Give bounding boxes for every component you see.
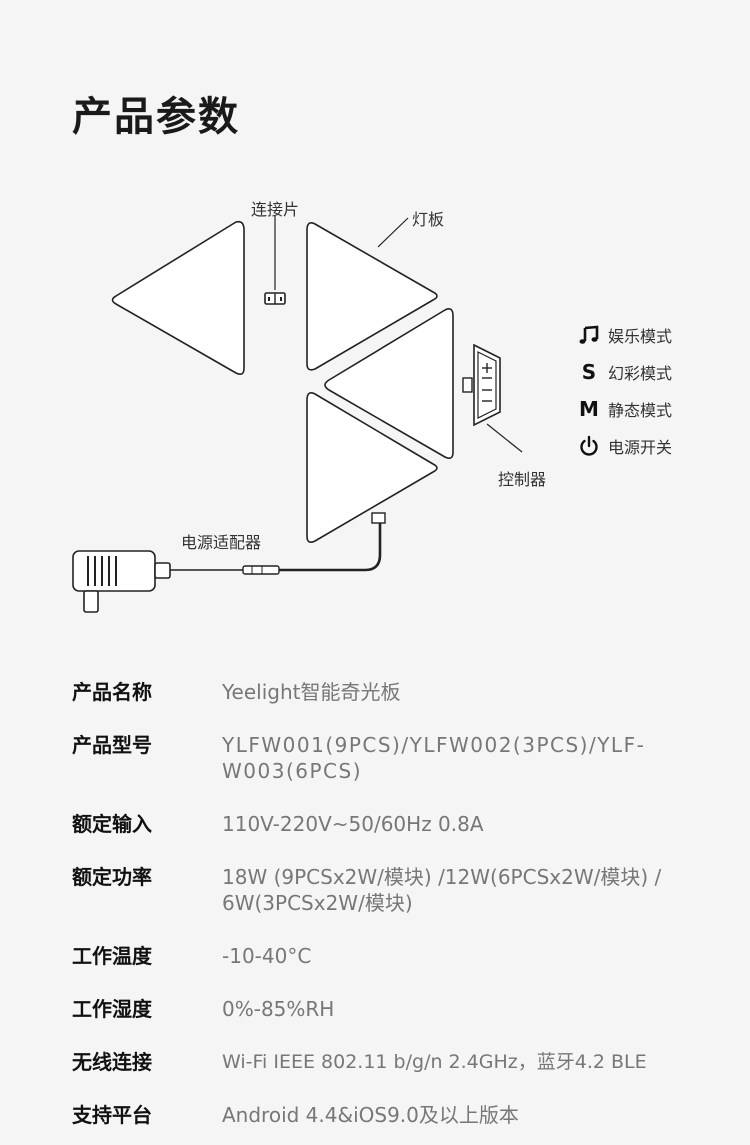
spec-value: Wi-Fi IEEE 802.11 b/g/n 2.4GHz，蓝牙4.2 BLE [222,1051,647,1073]
spec-value: 18W (9PCSx2W/模块) /12W(6PCSx2W/模块) / 6W(3… [222,865,662,915]
letter-m-icon: M [579,396,599,421]
spec-row-platform: 支持平台 Android 4.4&iOS9.0及以上版本 [72,1099,692,1128]
letter-s-icon: S [581,359,597,384]
legend-label: 幻彩模式 [608,363,673,383]
spec-row-name: 产品名称 Yeelight智能奇光板 [72,676,692,705]
power-icon [577,434,601,458]
triangle-panel-top [306,222,438,371]
spec-row-power: 额定功率 18W (9PCSx2W/模块) /12W(6PCSx2W/模块) /… [72,861,692,916]
spec-row-wireless: 无线连接 Wi-Fi IEEE 802.11 b/g/n 2.4GHz，蓝牙4.… [72,1046,692,1075]
power-cable [278,523,382,572]
spec-value: -10-40°C [222,944,312,968]
spec-value: YLFW001(9PCS)/YLFW002(3PCS)/YLF-W003(6PC… [222,733,646,783]
spec-row-model: 产品型号 YLFW001(9PCS)/YLFW002(3PCS)/YLF-W00… [72,729,692,784]
spec-value: 110V-220V~50/60Hz 0.8A [222,812,484,836]
legend-item-music: 娱乐模式 [577,316,672,353]
controller-label: 控制器 [498,470,547,489]
controller-body [473,343,501,427]
legend-label: 娱乐模式 [608,326,673,346]
spec-value: Yeelight智能奇光板 [222,680,401,704]
spec-value: 0%-85%RH [222,997,335,1021]
spec-value: Android 4.4&iOS9.0及以上版本 [222,1103,519,1127]
spec-key: 支持平台 [72,1103,152,1127]
legend-item-power: 电源开关 [577,427,672,464]
spec-row-input: 额定输入 110V-220V~50/60Hz 0.8A [72,808,692,837]
spec-key: 工作温度 [72,944,152,968]
spec-row-humidity: 工作湿度 0%-85%RH [72,993,692,1022]
legend-label: 静态模式 [608,400,673,420]
music-note-icon [577,323,601,347]
triangle-panel-middle [324,308,454,459]
triangle-panel-left [111,220,245,375]
spec-key: 无线连接 [72,1050,152,1074]
page-title: 产品参数 [72,94,240,140]
spec-key: 产品型号 [72,733,152,757]
controller-legend: 娱乐模式 S 幻彩模式 M 静态模式 电源开关 [577,316,672,464]
power-adapter [72,550,171,613]
triangle-panel-bottom [306,392,438,543]
legend-label: 电源开关 [608,437,673,457]
legend-item-s: S 幻彩模式 [577,353,672,390]
panel-label: 灯板 [412,210,445,229]
spec-row-temperature: 工作温度 -10-40°C [72,940,692,969]
adapter-label: 电源适配器 [181,533,262,552]
connector-label: 连接片 [251,200,300,219]
spec-key: 产品名称 [72,680,152,704]
spec-key: 工作湿度 [72,997,152,1021]
legend-item-m: M 静态模式 [577,390,672,427]
diagram-illustration [72,216,523,613]
product-diagram: 连接片 灯板 控制器 电源适配器 [0,180,750,630]
spec-key: 额定输入 [72,812,152,836]
spec-key: 额定功率 [72,865,152,889]
